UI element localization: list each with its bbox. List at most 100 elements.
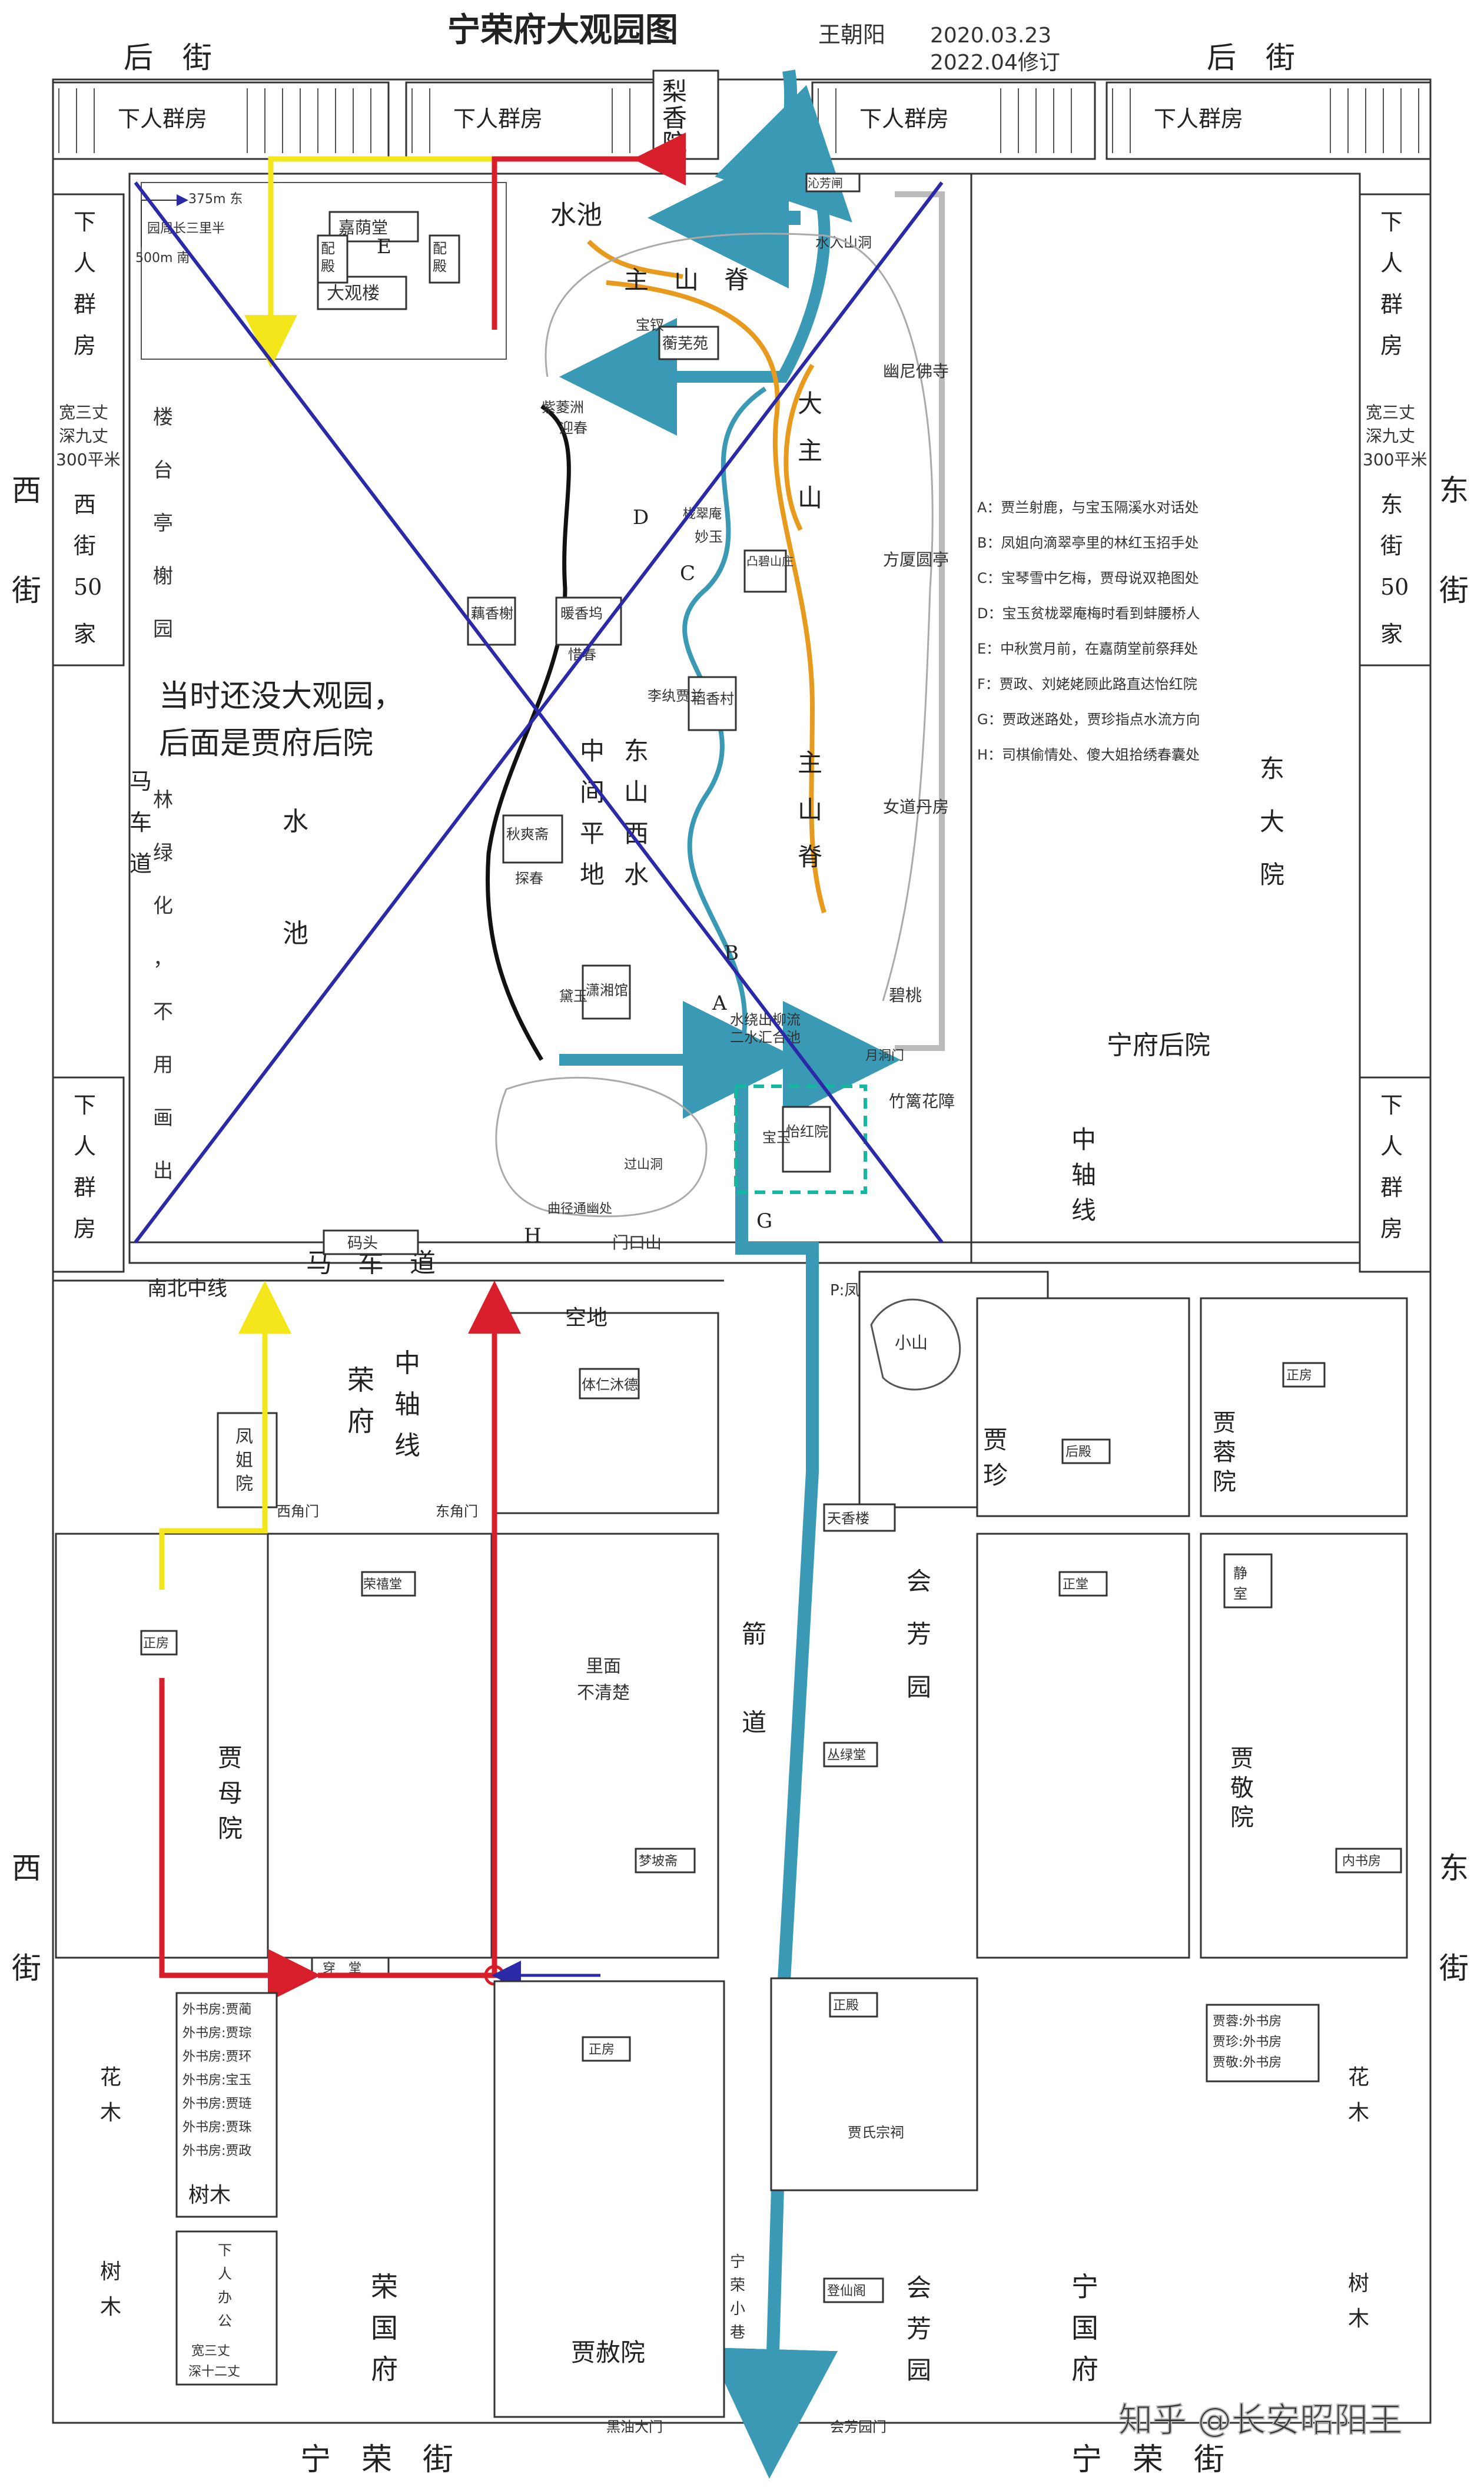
- guoshan-dong: 过山洞: [624, 1158, 663, 1172]
- svg-text:下: 下: [1380, 209, 1403, 235]
- svg-text:办: 办: [218, 2289, 232, 2306]
- ridge-v-1: 大: [798, 389, 822, 418]
- overlay-note-2: 后面是贾府后院: [159, 726, 373, 761]
- ning-shumu-2: 木: [1348, 2307, 1369, 2331]
- da-guan-lou-box: [317, 276, 407, 310]
- li-wan: 李纨贾兰: [648, 688, 704, 704]
- daoxiang-cun-box: [688, 676, 737, 731]
- svg-text:F：贾政、刘姥姥顾此路直达怡红院: F：贾政、刘姥姥顾此路直达怡红院: [977, 676, 1197, 692]
- ridge-v-2: 主: [798, 436, 822, 465]
- mache-dao-v1: 马: [130, 768, 152, 794]
- jiashi-zongci: 贾氏宗祠: [848, 2124, 904, 2141]
- jiazhen-north: [976, 1297, 1190, 1517]
- svg-text:台: 台: [153, 459, 173, 482]
- rongfu-label-2: 府: [347, 1405, 374, 1437]
- street-west-bottom-1: 西: [12, 1851, 41, 1885]
- svg-text:园周长三里半: 园周长三里半: [147, 221, 225, 236]
- jiajing-1: 贾: [1230, 1745, 1254, 1772]
- ridge-label-3: 脊: [724, 266, 749, 294]
- nvdao-danfang: 女道丹房: [883, 797, 949, 817]
- servants-label-1: 下人群房: [118, 106, 207, 132]
- jiandao-1: 箭: [742, 1620, 766, 1649]
- youni-fosi: 幽尼佛寺: [883, 362, 949, 381]
- street-south-left: 宁 荣 街: [300, 2442, 453, 2478]
- watermark: 知乎 @长安昭阳王: [1118, 2400, 1402, 2440]
- ning-rong-xiaoxiang-1: 宁: [730, 2253, 745, 2271]
- rong-shumu2-2: 木: [100, 2295, 121, 2319]
- huifang-yuanmen: 会芳园门: [830, 2419, 887, 2435]
- congcui-tang: 丛绿堂: [827, 1748, 866, 1763]
- svg-text:西: 西: [74, 492, 96, 518]
- daiyu: 黛玉: [559, 988, 587, 1004]
- svg-text:下: 下: [74, 1092, 96, 1118]
- rongxi-compound: [267, 1533, 493, 1959]
- lixiang-yuan-1: 梨: [662, 77, 687, 106]
- huifang-s-3: 园: [907, 2356, 931, 2385]
- compass-scale: 375m 东 园周长三里半 500m 南: [135, 192, 243, 266]
- street-north-right: 后 街: [1207, 41, 1295, 75]
- ningfu-back-wall: [970, 173, 1361, 1264]
- svg-text:500m 南: 500m 南: [135, 251, 190, 266]
- daguanlou-compound: [141, 182, 507, 360]
- waishufang-list: [175, 1992, 278, 2218]
- west-pool-1: 水: [283, 807, 308, 837]
- unknown-compound: [493, 1533, 719, 1959]
- jiazhen-1: 贾: [983, 1425, 1008, 1454]
- ning-huamu-1: 花: [1348, 2065, 1369, 2090]
- qujing-tongyou: 曲径通幽处: [547, 1202, 612, 1216]
- rong-shumu: 树木: [188, 2183, 231, 2207]
- svg-text:300平米: 300平米: [56, 450, 120, 469]
- svg-text:下: 下: [218, 2242, 232, 2259]
- mache-dao-v2: 车: [130, 810, 152, 835]
- menggu-zhai: 梦坡斋: [639, 1854, 678, 1869]
- svg-text:群: 群: [1380, 291, 1403, 317]
- jiandao-2: 道: [742, 1708, 766, 1737]
- marker-a: A: [712, 992, 727, 1015]
- baochai: 宝钗: [636, 317, 664, 333]
- svg-text:宽三丈: 宽三丈: [191, 2344, 230, 2359]
- water-junction: 水绕出柳流: [730, 1012, 801, 1028]
- servants-west-column: 下 人 群 房 宽三丈 深九丈 300平米 西 街 50 家 下 人 群 房: [52, 193, 125, 1273]
- author: 王朝阳: [818, 22, 885, 48]
- yuedong-men: 月洞门: [865, 1049, 904, 1063]
- svg-text:贾珍:外书房: 贾珍:外书房: [1213, 2035, 1282, 2050]
- qiushuang-zhai: 秋爽斋: [506, 826, 549, 843]
- qiushuang-zhai-box: [502, 814, 563, 864]
- svg-text:街: 街: [74, 533, 96, 559]
- marker-c: C: [680, 562, 695, 585]
- nuanxiang-wu: 暖香坞: [560, 605, 603, 622]
- svg-text:群: 群: [74, 1175, 96, 1201]
- ning-zhongzhou-2: 轴: [1071, 1160, 1096, 1189]
- ridge-label-2: 山: [674, 266, 699, 294]
- svg-text:外书房:贾政: 外书房:贾政: [182, 2144, 251, 2158]
- lixiang-yuan-2: 香: [662, 104, 687, 132]
- svg-text:375m 东: 375m 东: [188, 192, 243, 207]
- svg-text:B：凤姐向滴翠亭里的林红玉招手处: B：凤姐向滴翠亭里的林红玉招手处: [977, 535, 1199, 551]
- servants-label-2: 下人群房: [453, 106, 543, 132]
- street-north-left: 后 街: [124, 41, 212, 75]
- ridge-v-3: 山: [798, 483, 822, 512]
- heiyou-damen: 黑油大门: [606, 2419, 663, 2435]
- marker-e: E: [377, 235, 391, 258]
- kongdi: 空地: [565, 1306, 607, 1330]
- jingshi-2: 室: [1233, 1586, 1247, 1602]
- ouxiang-xie: 藕香榭: [471, 605, 513, 622]
- svg-text:群: 群: [1380, 1175, 1403, 1201]
- svg-text:街: 街: [1380, 533, 1403, 559]
- svg-text:外书房:宝玉: 外书房:宝玉: [182, 2073, 251, 2088]
- date-original: 2020.03.23: [930, 24, 1051, 48]
- svg-text:群: 群: [74, 291, 96, 317]
- ning-huamu-2: 木: [1348, 2101, 1369, 2125]
- svg-text:配: 配: [433, 240, 447, 257]
- jiazhen-2: 珍: [983, 1461, 1008, 1490]
- street-west-top-1: 西: [12, 473, 41, 508]
- jiajing-3: 院: [1230, 1804, 1254, 1831]
- svg-text:宽三丈: 宽三丈: [1366, 403, 1415, 422]
- bitao: 碧桃: [889, 986, 922, 1005]
- baoyu: 宝玉: [762, 1129, 791, 1146]
- yingchun: 迎春: [559, 420, 587, 436]
- svg-text:园: 园: [153, 618, 173, 641]
- fengjie-3: 院: [235, 1474, 253, 1494]
- servants-north-rows: 下人群房 下人群房 下人群房 下人群房: [52, 81, 1432, 160]
